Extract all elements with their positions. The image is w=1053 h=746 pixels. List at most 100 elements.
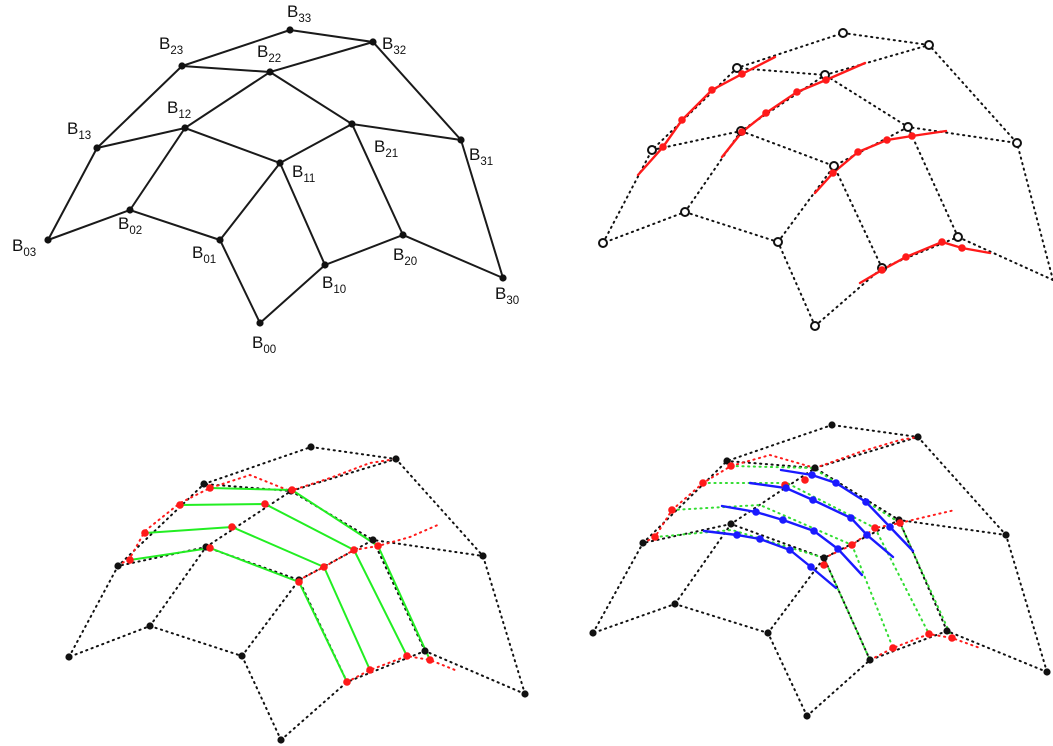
blue-point <box>834 545 842 553</box>
green-dotted-curve-3 <box>702 482 876 529</box>
red-point <box>848 541 856 549</box>
red-curve-2 <box>720 61 867 159</box>
control-point <box>723 457 731 465</box>
control-point <box>146 622 154 630</box>
red-point <box>295 578 303 586</box>
row-3-edges <box>289 29 504 279</box>
open-point <box>1012 138 1022 148</box>
col-3-edges <box>47 29 291 241</box>
red-point <box>651 533 659 541</box>
red-point <box>854 148 862 156</box>
col-2-edges <box>149 458 397 627</box>
red-point <box>871 524 879 532</box>
panel-row-curves <box>598 28 1053 331</box>
green-dotted-curve-8 <box>899 522 953 639</box>
red-point <box>878 266 886 274</box>
control-point-b32 <box>369 38 377 46</box>
red-point <box>762 109 770 117</box>
control-point-b00 <box>256 319 264 327</box>
control-point-b10 <box>321 261 329 269</box>
label-b30: B30 <box>495 284 519 307</box>
control-point-b20 <box>399 231 407 239</box>
red-curve-1 <box>636 55 777 177</box>
control-point <box>479 552 487 560</box>
col-1-edges <box>219 122 462 241</box>
label-b21: B21 <box>374 137 398 160</box>
blue-point <box>779 516 787 524</box>
label-b02: B02 <box>118 214 142 237</box>
red-point <box>958 244 966 252</box>
red-point <box>141 529 149 537</box>
green-grid-col-4 <box>377 545 431 661</box>
row-2-edges <box>736 67 959 238</box>
red-point <box>261 500 269 508</box>
red-dotted-curve-1 <box>117 473 291 567</box>
red-point <box>228 523 236 531</box>
col-2-edges <box>129 41 374 211</box>
col-1-edges <box>767 518 1007 634</box>
col-0-edges <box>280 649 526 741</box>
control-point <box>671 600 679 608</box>
label-b13: B13 <box>67 119 91 142</box>
col-2-edges <box>674 436 919 605</box>
col-3-edges <box>68 446 312 658</box>
label-b20: B20 <box>393 245 417 268</box>
control-point-b22 <box>266 68 274 76</box>
blue-point <box>863 531 871 539</box>
red-point <box>820 561 828 569</box>
red-point <box>288 486 296 494</box>
label-b10: B10 <box>322 273 346 296</box>
dotted-control-net <box>602 32 1053 327</box>
row-1-edges <box>651 129 883 269</box>
red-point <box>896 519 904 527</box>
red-point <box>948 634 956 642</box>
red-dotted-curve-4 <box>346 654 456 683</box>
blue-point <box>807 563 815 571</box>
row-3-edges <box>310 446 526 695</box>
control-point <box>820 554 828 562</box>
control-point <box>65 653 73 661</box>
control-point <box>114 562 122 570</box>
label-b03: B03 <box>12 236 36 259</box>
green-grid-col-2 <box>323 566 371 671</box>
control-point-b03 <box>44 236 52 244</box>
red-point <box>659 143 667 151</box>
control-point <box>307 443 315 451</box>
row-0-edges <box>592 602 808 717</box>
red-point <box>938 238 946 246</box>
red-point <box>727 462 735 470</box>
control-points <box>44 26 507 327</box>
label-b22: B22 <box>257 42 281 65</box>
control-point-b21 <box>348 120 356 128</box>
control-net-edges <box>47 29 504 324</box>
red-point <box>738 128 746 136</box>
control-point <box>866 656 874 664</box>
control-point <box>914 433 922 441</box>
open-point <box>810 321 820 331</box>
red-point <box>374 542 382 550</box>
dotted-control-net <box>592 424 1048 717</box>
col-1-edges <box>241 538 484 657</box>
control-point-b30 <box>499 274 507 282</box>
control-point-b01 <box>216 236 224 244</box>
green-dotted-curve-6 <box>851 544 894 649</box>
red-point <box>343 678 351 686</box>
col-1-edges <box>777 125 1018 243</box>
red-point <box>320 563 328 571</box>
red-point <box>738 70 746 78</box>
blue-point <box>862 498 870 506</box>
blue-point <box>810 527 818 535</box>
control-point-b33 <box>286 26 294 34</box>
control-point <box>1043 668 1051 676</box>
col-3-edges <box>602 32 844 244</box>
green-dotted-curve-7 <box>874 527 930 635</box>
red-point <box>902 253 910 261</box>
blue-curve-4 <box>779 468 915 553</box>
green-dotted-curves <box>654 465 953 661</box>
col-0-edges <box>806 629 1048 717</box>
blue-curve-3 <box>748 481 895 559</box>
label-b12: B12 <box>167 98 191 121</box>
row-1-edges <box>117 545 348 683</box>
red-point <box>801 476 809 484</box>
red-dotted-curve-3 <box>298 523 441 581</box>
